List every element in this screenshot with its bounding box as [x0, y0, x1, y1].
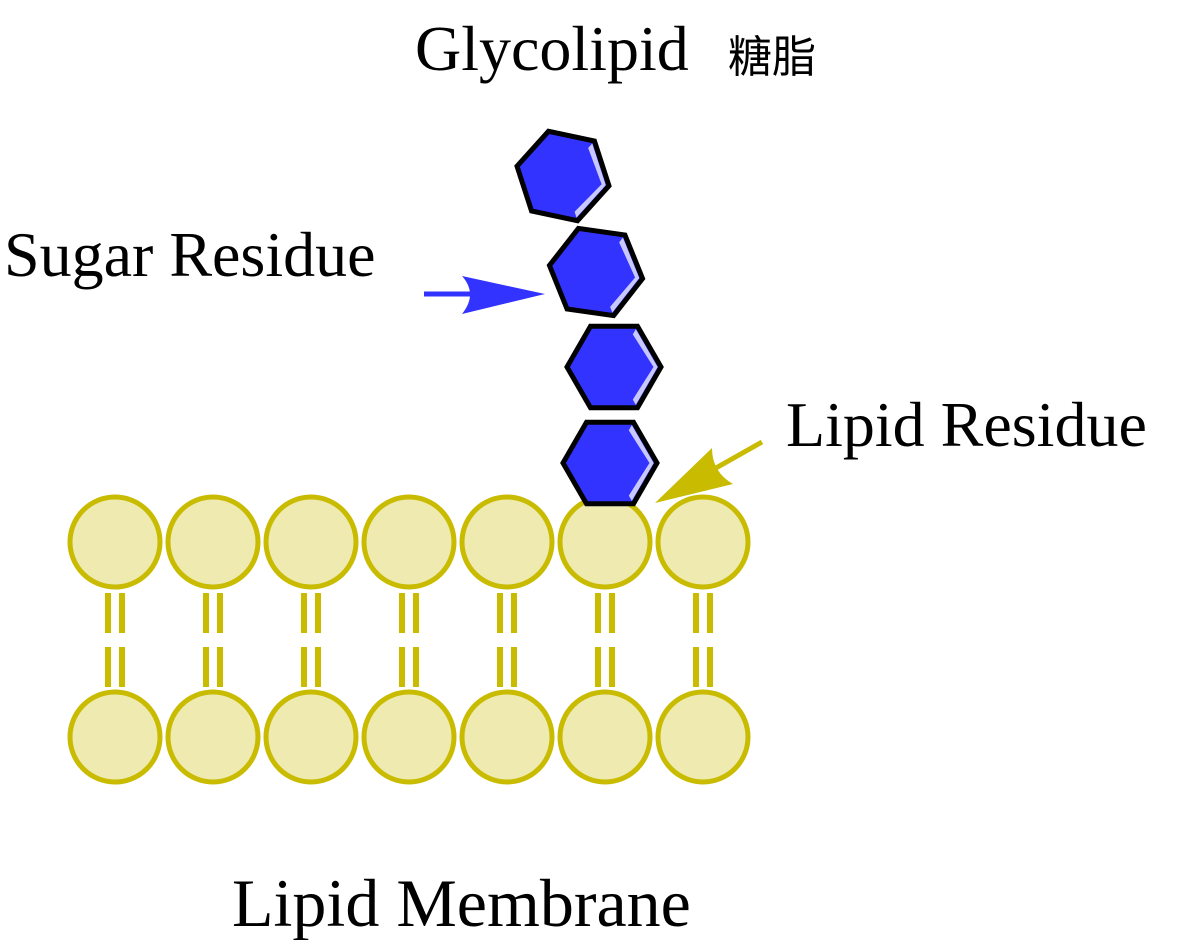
lipid-head-top: [67, 494, 163, 590]
lipid-molecule: [655, 494, 751, 785]
lipid-head-bottom: [165, 689, 261, 785]
lipid-head-top: [655, 494, 751, 590]
lipid-molecule: [361, 494, 457, 785]
lipid-residue-label: Lipid Residue: [786, 389, 1147, 460]
sugar-chain: [514, 128, 664, 507]
sugar-hexagon: [546, 225, 646, 319]
sugar-highlight: [628, 425, 654, 501]
lipid-molecule: [459, 494, 555, 785]
lipid-head-top: [165, 494, 261, 590]
lipid-head-bottom: [557, 689, 653, 785]
lipid-head-bottom: [361, 689, 457, 785]
lipid-bilayer: [67, 494, 751, 785]
sugar-hexagon: [564, 323, 664, 411]
title-main: Glycolipid: [415, 13, 689, 84]
sugar-hexagon: [514, 128, 612, 224]
lipid-head-top: [459, 494, 555, 590]
lipid-molecule: [165, 494, 261, 785]
lipid-head-top: [557, 494, 653, 590]
sugar-highlight: [610, 237, 640, 313]
lipid-head-top: [263, 494, 359, 590]
lipid-arrow-head: [655, 448, 733, 503]
lipid-molecule: [67, 494, 163, 785]
sugar-residue-arrow: [424, 276, 545, 314]
lipid-head-top: [361, 494, 457, 590]
sugar-hexagon: [560, 419, 660, 507]
sugar-unit: [546, 225, 646, 319]
lipid-residue-arrow: [655, 439, 764, 503]
sugar-unit: [514, 128, 612, 224]
sugar-highlight: [632, 329, 658, 405]
lipid-molecule: [557, 494, 653, 785]
lipid-molecule: [263, 494, 359, 785]
lipid-head-bottom: [263, 689, 359, 785]
sugar-unit: [564, 323, 664, 411]
sugar-unit: [560, 419, 660, 507]
sugar-residue-label: Sugar Residue: [4, 219, 376, 290]
sugar-arrow-head: [462, 276, 545, 314]
lipid-head-bottom: [655, 689, 751, 785]
lipid-head-bottom: [459, 689, 555, 785]
diagram-title: Glycolipid: [415, 13, 689, 84]
lipid-membrane-label: Lipid Membrane: [232, 865, 691, 940]
lipid-head-bottom: [67, 689, 163, 785]
diagram-title-suffix: 糖脂: [728, 32, 816, 83]
sugar-highlight: [574, 143, 606, 218]
